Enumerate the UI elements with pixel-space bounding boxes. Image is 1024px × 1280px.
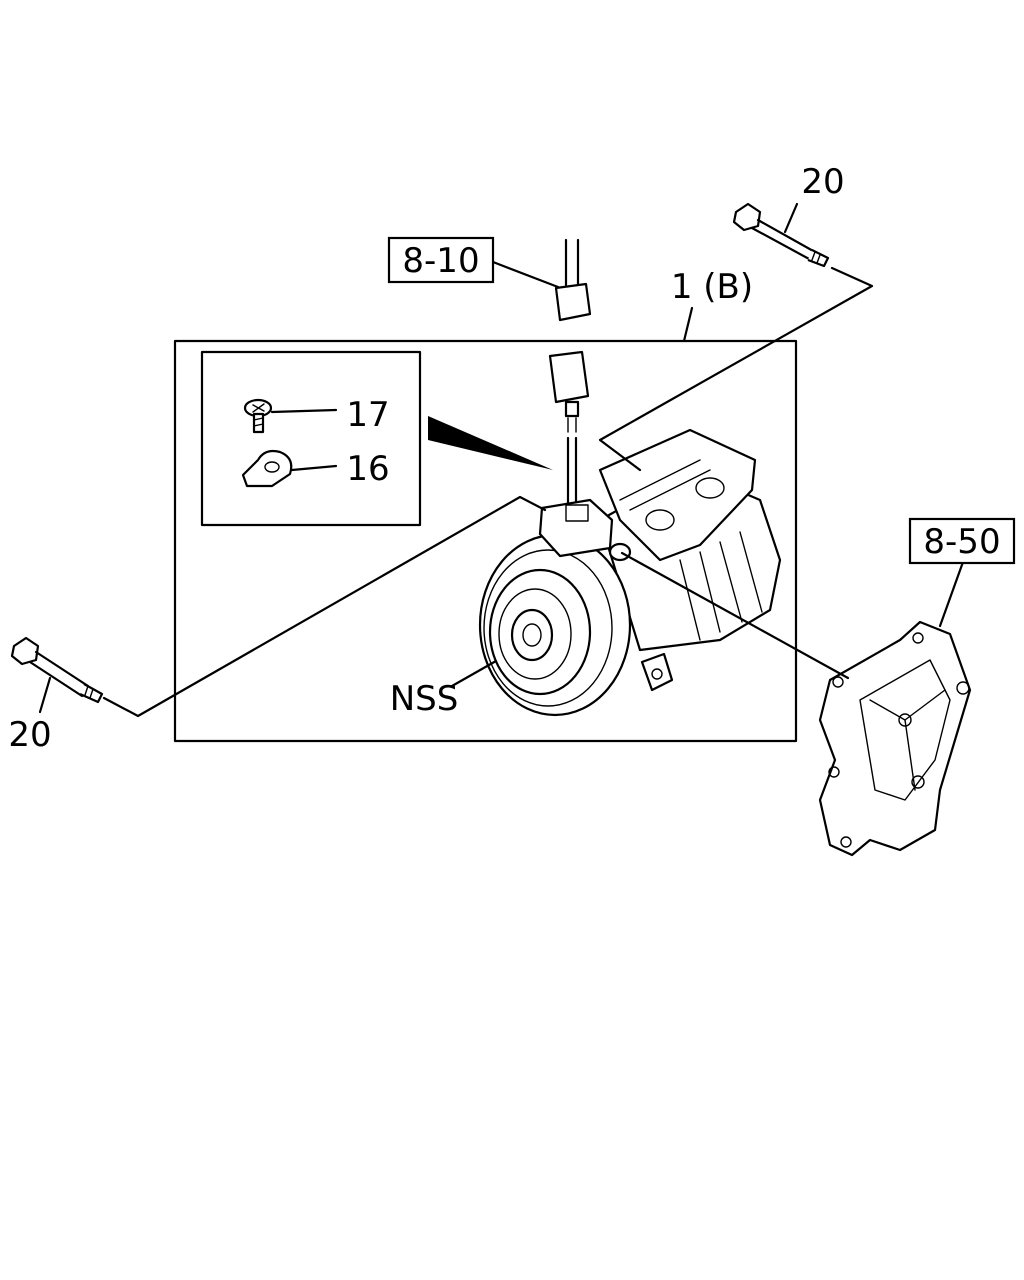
- callout-nss: NSS: [390, 679, 459, 719]
- callout-assembly-1b: 1 (B): [671, 267, 753, 307]
- callout-8-50: 8-50: [908, 517, 1016, 565]
- callout-8-10-label: 8-10: [402, 241, 479, 281]
- inset-pointer-wedge: [428, 416, 553, 470]
- ac-compressor: [478, 428, 782, 717]
- screw-17: [243, 398, 338, 434]
- callout-item-16: 16: [346, 449, 389, 489]
- bolt-20-top: [732, 202, 830, 268]
- bracket-8-50: [818, 560, 972, 857]
- clip-16: [241, 449, 338, 488]
- callout-bolt-20-left: 20: [8, 715, 51, 755]
- bolt-alignment-lines: [102, 266, 874, 718]
- callout-8-10: 8-10: [387, 236, 495, 284]
- detail-inset-box: [200, 350, 422, 527]
- callout-item-17: 17: [346, 395, 389, 435]
- bolt-20-left: [10, 636, 104, 714]
- callout-bolt-20-top: 20: [801, 162, 844, 202]
- compressor-harness-connector: [548, 350, 590, 507]
- nss-leader-line: [450, 659, 498, 688]
- callout-8-50-label: 8-50: [923, 522, 1000, 562]
- connector-8-10: [491, 238, 592, 322]
- assembly-frame: [173, 306, 798, 743]
